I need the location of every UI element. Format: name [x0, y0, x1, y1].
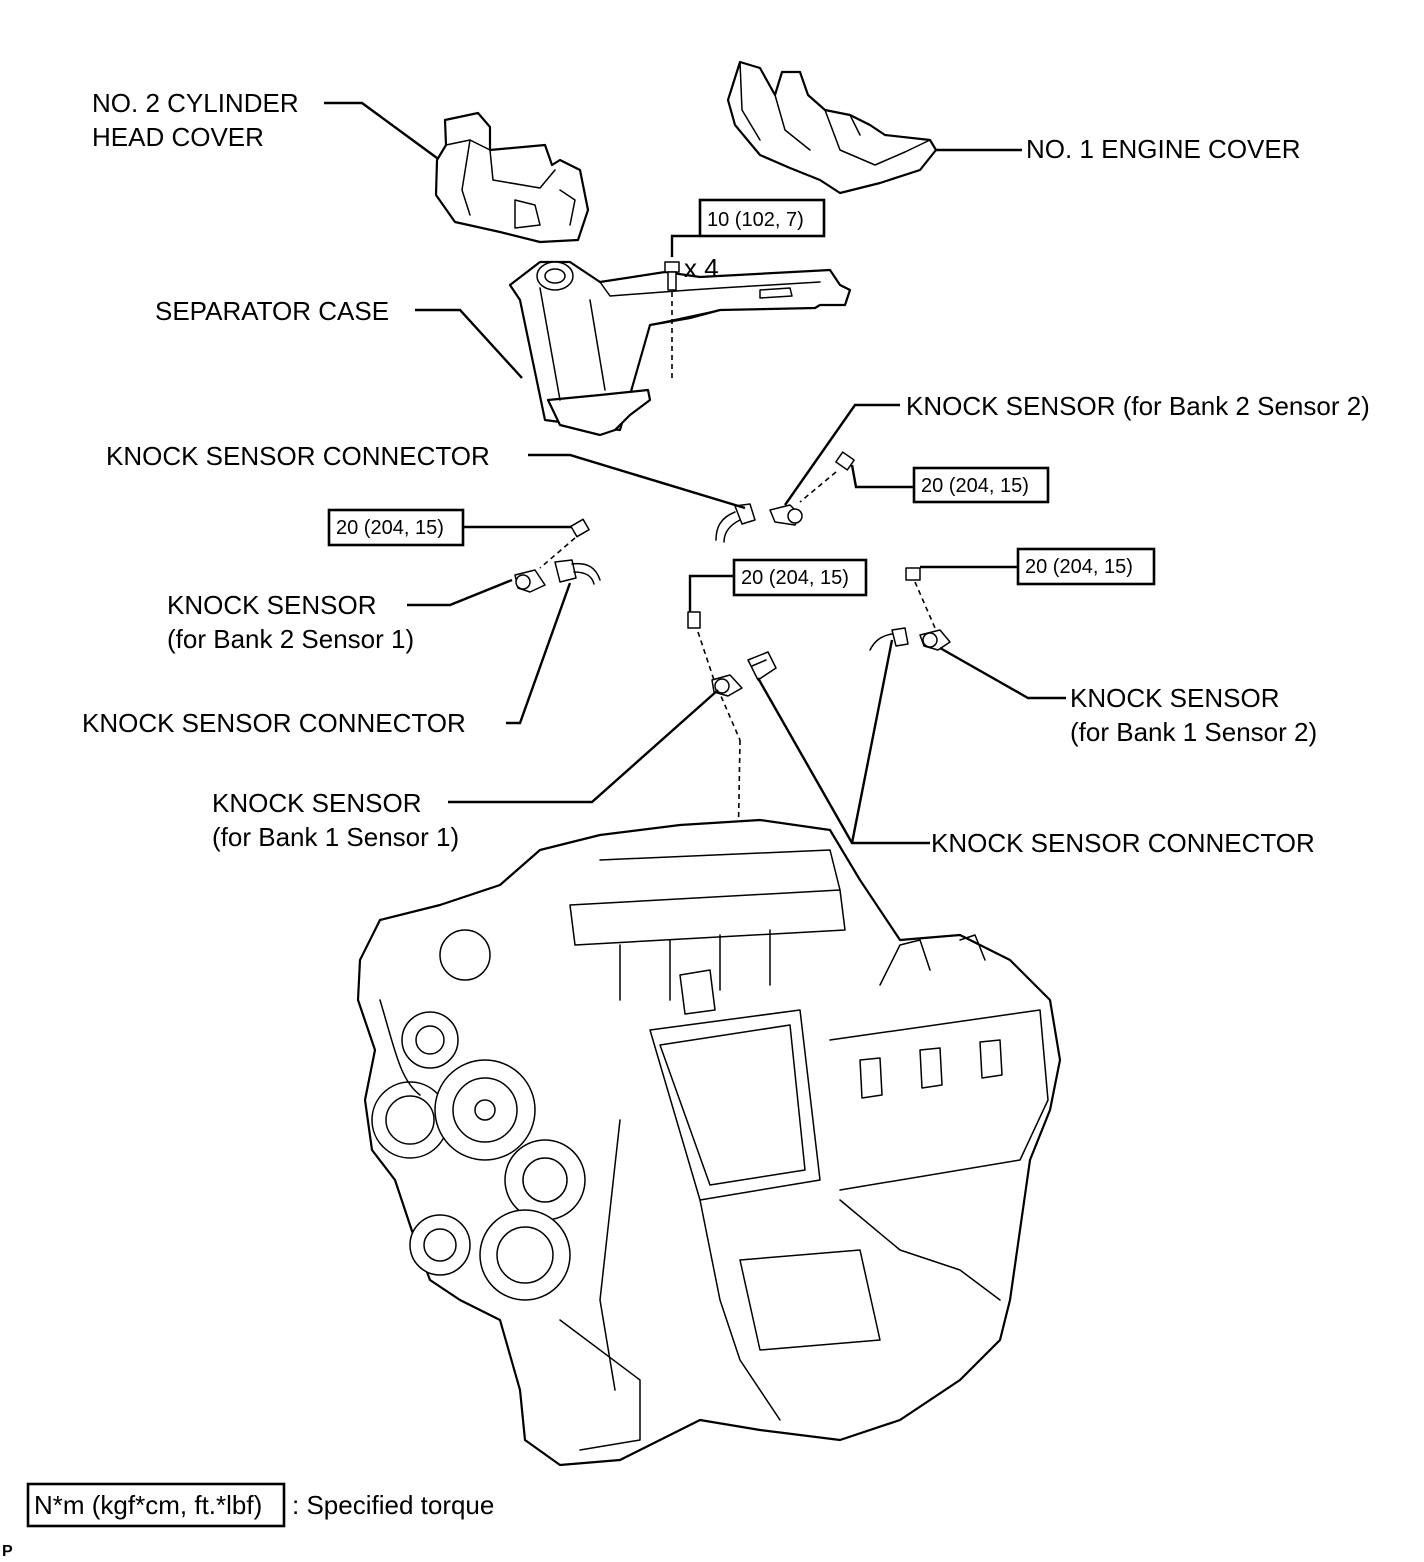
corner-mark: P: [2, 1543, 13, 1560]
label-knock-sensor-connector-a: KNOCK SENSOR CONNECTOR: [106, 441, 490, 471]
label-no2-cylinder-head-cover-line2: HEAD COVER: [92, 122, 264, 152]
label-knock-sensor-b2s2: KNOCK SENSOR (for Bank 2 Sensor 2): [906, 391, 1370, 421]
separator-bolt-icon: [664, 261, 680, 380]
ks-b1s2-sensor-icon: [919, 629, 951, 651]
ks-b2s2-sensor-icon: [769, 504, 803, 526]
legend-unit-text: N*m (kgf*cm, ft.*lbf): [34, 1490, 262, 1520]
leader-lines: [324, 101, 1066, 845]
ks-b1s2-bolt-icon: [905, 567, 936, 629]
torque-text-b1s2: 20 (204, 15): [1025, 556, 1133, 578]
torque-spec-b2s2: 20 (204, 15): [912, 466, 1050, 504]
label-knock-sensor-b1s1-line1: KNOCK SENSOR: [212, 788, 422, 818]
label-knock-sensor-b2s1-line2: (for Bank 2 Sensor 1): [167, 624, 414, 654]
ks-connector-a-icon: [715, 503, 756, 543]
torque-spec-separator-bolts: 10 (102, 7): [698, 198, 826, 238]
label-knock-sensor-connector-c: KNOCK SENSOR CONNECTOR: [931, 828, 1315, 858]
bolt-quantity-label: x 4: [684, 253, 719, 283]
label-knock-sensor-b1s2-line2: (for Bank 1 Sensor 2): [1070, 717, 1317, 747]
engine-assembly-part: [356, 818, 1062, 1467]
ks-connector-d-icon: [869, 627, 909, 651]
torque-text-separator-bolts: 10 (102, 7): [707, 209, 804, 231]
ks-b1s1-sensor-icon: [711, 674, 743, 697]
ks-b2s1-bolt-icon: [539, 518, 590, 569]
no2-cylinder-head-cover-part: [434, 111, 590, 244]
torque-legend: N*m (kgf*cm, ft.*lbf) : Specified torque: [26, 1482, 494, 1528]
label-knock-sensor-b1s1-line2: (for Bank 1 Sensor 1): [212, 822, 459, 852]
ks-b2s1-sensor-icon: [514, 569, 546, 593]
no1-engine-cover-part: [726, 60, 938, 195]
separator-case-part: [508, 260, 852, 437]
torque-text-b1s1: 20 (204, 15): [741, 567, 849, 589]
ks-b2s2-bolt-icon: [799, 451, 855, 503]
legend-description-text: : Specified torque: [292, 1490, 494, 1520]
ks-connector-c-icon: [747, 651, 777, 681]
torque-text-b2s1: 20 (204, 15): [336, 517, 444, 539]
torque-spec-b2s1: 20 (204, 15): [327, 508, 465, 547]
torque-spec-b1s2: 20 (204, 15): [1016, 547, 1156, 586]
label-knock-sensor-b2s1-line1: KNOCK SENSOR: [167, 590, 377, 620]
label-separator-case: SEPARATOR CASE: [155, 296, 389, 326]
ks-connector-b-icon: [554, 559, 601, 585]
label-knock-sensor-connector-b: KNOCK SENSOR CONNECTOR: [82, 708, 466, 738]
label-no1-engine-cover: NO. 1 ENGINE COVER: [1026, 134, 1301, 164]
label-no2-cylinder-head-cover-line1: NO. 2 CYLINDER: [92, 88, 299, 118]
torque-spec-b1s1: 20 (204, 15): [732, 558, 868, 597]
label-knock-sensor-b1s2-line1: KNOCK SENSOR: [1070, 683, 1280, 713]
torque-text-b2s2: 20 (204, 15): [921, 475, 1029, 497]
